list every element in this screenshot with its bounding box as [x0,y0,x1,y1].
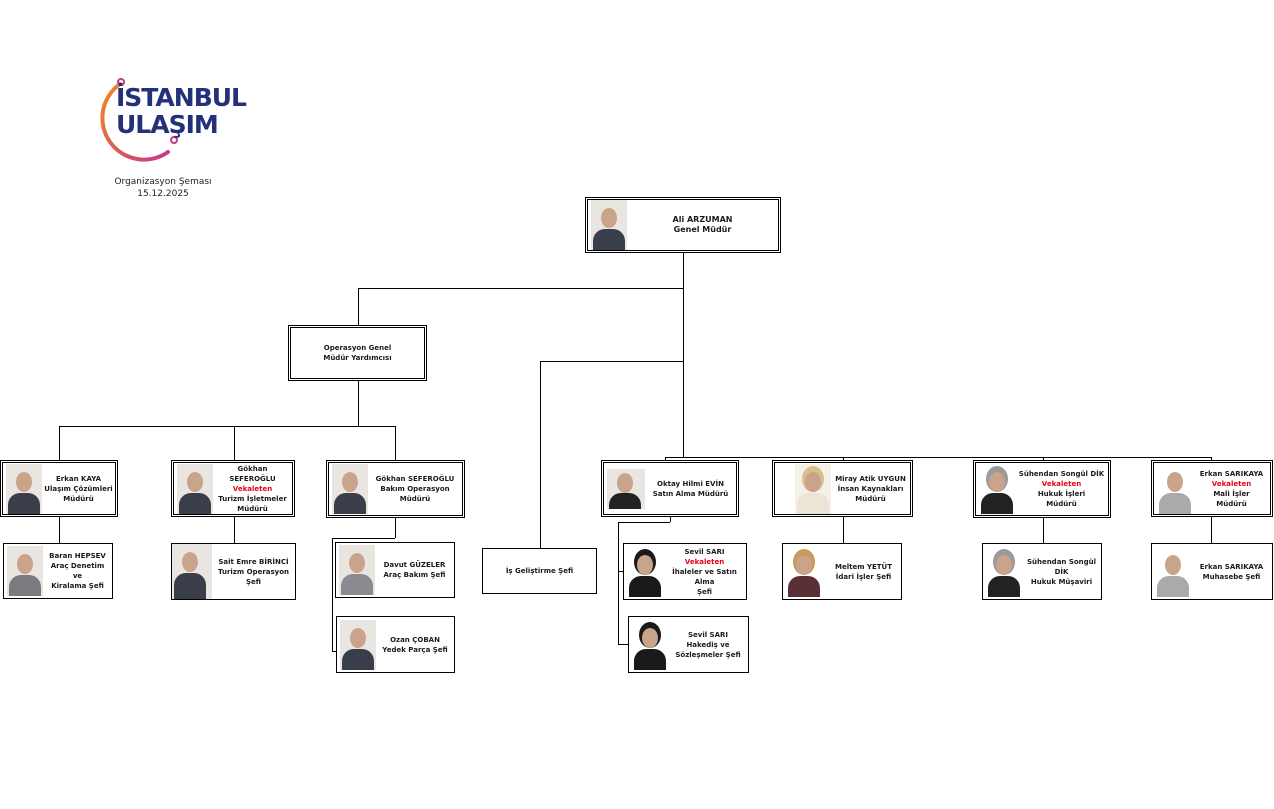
logo-arc-icon [100,78,178,162]
person-photo [632,619,668,670]
person-photo [339,545,375,595]
node-name: Baran HEPSEV [49,552,106,560]
person-photo [1155,546,1191,597]
node-title: İdari İşler Şefi [835,572,892,581]
person-photo [786,546,826,597]
acting-label: Vekaleten [232,484,273,493]
node-name: Erkan KAYA [55,474,102,483]
node-title: Sözleşmeler Şefi [675,650,741,659]
node-title: Hukuk İşleri [1037,490,1086,498]
person-photo [979,464,1015,514]
node-title: Müdür Yardımcısı [323,354,392,362]
person-photo [332,464,368,514]
node-title: Hukuk Müşaviri [1030,577,1093,586]
node-name: Sühendan Songül DİK [1018,470,1105,478]
node-name: Sevil SARI [684,547,725,556]
person-photo [591,200,627,250]
node-name: Gökhan SEFEROĞLU [229,464,276,483]
node-title: Müdürü [855,494,886,503]
node-name: Sait Emre BİRİNCİ [218,557,289,566]
node-name: Ali ARZUMAN [672,215,733,224]
chart-date: 15.12.2025 [137,189,189,199]
person-photo [986,546,1022,597]
acting-label: Vekaleten [684,557,725,566]
node-name: Sühendan Songül DİK [1026,557,1097,576]
node-title: Müdürü [1046,500,1077,508]
node-title: Genel Müdür [673,225,732,234]
person-photo [607,468,645,509]
acting-label: Vekaleten [1211,479,1252,488]
node-title: Turizm İşletmeler [218,494,287,503]
node-title: Müdürü [399,495,431,503]
node-title: Operasyon Genel [323,344,392,352]
logo-line1: İSTANBUL [116,83,247,112]
node-baran-hepsev[interactable]: Baran HEPSEV Araç Denetim ve Kiralama Şefi [3,543,113,599]
node-name: Miray Atik UYGUN [835,474,906,483]
node-title: Müdürü [1216,499,1247,508]
istanbul-ulasim-logo: İSTANBUL ULAŞIM [98,76,247,162]
logo-line2: ULAŞIM [116,110,219,139]
node-title: Müdürü [63,494,94,503]
acting-label: Vekaleten [1041,480,1082,488]
node-title: Ulaşım Çözümleri [44,484,113,493]
person-photo [340,619,376,670]
person-photo [1157,463,1193,514]
node-is-gelistirme[interactable]: İş Geliştirme Şefi [482,548,597,594]
node-title: Araç Denetim ve [50,562,105,580]
node-title: Turizm Operasyon Şefi [217,567,290,586]
person-photo [7,546,43,596]
node-title: Araç Bakım Şefi [383,571,446,579]
node-title: Mali İşler [1213,489,1250,498]
node-title: Yedek Parça Şefi [382,645,448,654]
chart-title: Organizasyon Şeması [114,177,212,187]
node-name: Oktay Hilmi EVİN [657,479,724,488]
node-davut-guzeler[interactable]: Davut GÜZELER Araç Bakım Şefi [335,542,455,598]
node-title: Kiralama Şefi [51,582,104,590]
node-title: Bakım Operasyon [380,485,450,493]
node-name: Sevil SARI [687,630,729,639]
node-title: İş Geliştirme Şefi [505,567,574,575]
node-title: Hakediş ve [686,640,730,649]
node-title: İhaleler ve Satın Alma [672,567,737,586]
node-name: Davut GÜZELER [383,561,446,569]
person-photo [627,546,663,597]
node-title: Şefi [697,587,712,596]
node-title: Satın Alma Müdürü [652,489,729,498]
node-name: Ozan ÇOBAN [390,635,440,644]
node-title: İnsan Kaynakları [837,484,904,493]
node-title: Muhasebe Şefi [1202,572,1261,581]
node-name: Erkan SARIKAYA [1199,469,1264,478]
person-photo [177,463,213,514]
person-photo [795,463,831,514]
node-name: Meltem YETÜT [834,562,893,571]
node-name: Erkan SARIKAYA [1199,562,1264,571]
person-photo [172,544,212,599]
node-title: Müdürü [237,504,268,513]
person-photo [6,463,42,514]
node-name: Gökhan SEFEROĞLU [375,475,455,483]
